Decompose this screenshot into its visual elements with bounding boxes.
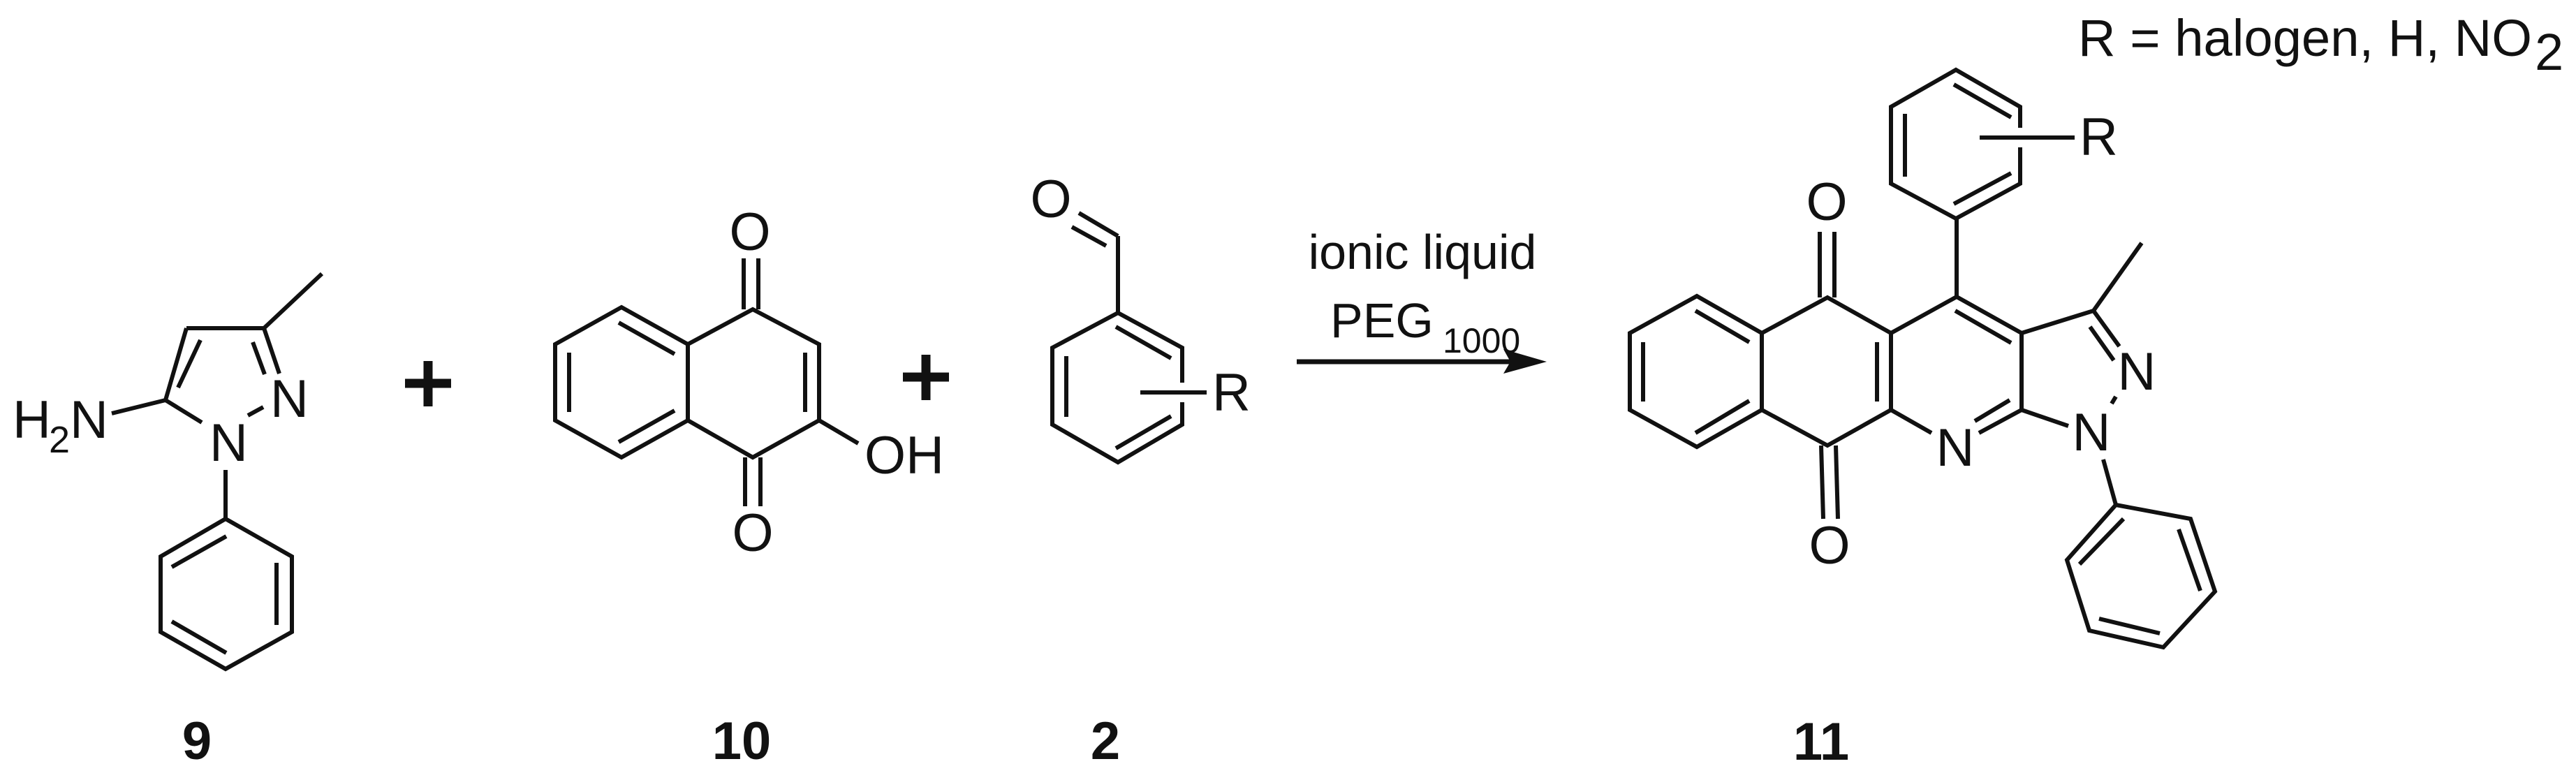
compound-label-2: 2 xyxy=(1091,712,1120,771)
aldehyde-o: O xyxy=(1030,170,1071,229)
product-pyrazole-n2: N xyxy=(2118,342,2156,402)
product-carbonyl-o-top: O xyxy=(1806,172,1847,232)
amine-n: N xyxy=(70,390,108,450)
carbonyl-o-bottom: O xyxy=(732,503,773,563)
compound-2-benzaldehyde: O R 2 xyxy=(1030,170,1250,771)
condition-peg-subscript: 1000 xyxy=(1443,321,1520,360)
condition-peg: PEG xyxy=(1330,293,1434,348)
product-carbonyl-o-bottom: O xyxy=(1809,516,1850,575)
product-r-substituent: R xyxy=(2080,108,2118,167)
compound-11-product: O O N N N R 11 xyxy=(1628,67,2218,772)
compound-label-9: 9 xyxy=(182,712,212,771)
amine-h: H xyxy=(13,390,51,450)
r-definition-text: R = halogen, H, NO xyxy=(2078,9,2532,67)
compound-label-11: 11 xyxy=(1793,712,1849,772)
pyrazole-n1: N xyxy=(209,413,248,473)
condition-ionic-liquid: ionic liquid xyxy=(1309,225,1537,279)
r-substituent: R xyxy=(1212,363,1251,422)
reaction-arrow xyxy=(1297,349,1547,374)
hydroxyl-oh: OH xyxy=(864,426,944,485)
product-pyridine-n: N xyxy=(1936,418,1975,478)
carbonyl-o-top: O xyxy=(729,203,770,262)
r-definition-subscript: 2 xyxy=(2535,23,2563,81)
pyrazole-n2: N xyxy=(270,369,309,429)
amine-subscript: 2 xyxy=(49,419,70,461)
plus-sign-1 xyxy=(405,361,451,406)
r-group-definition: R = halogen, H, NO xyxy=(2078,9,2532,67)
product-pyrazole-n1: N xyxy=(2073,403,2111,462)
compound-9-aminopyrazole: H 2 N N N 9 xyxy=(13,272,324,771)
compound-10-hydroxynaphthoquinone: O O OH 10 xyxy=(553,203,944,771)
compound-label-10: 10 xyxy=(712,712,772,771)
plus-sign-2 xyxy=(903,355,949,400)
